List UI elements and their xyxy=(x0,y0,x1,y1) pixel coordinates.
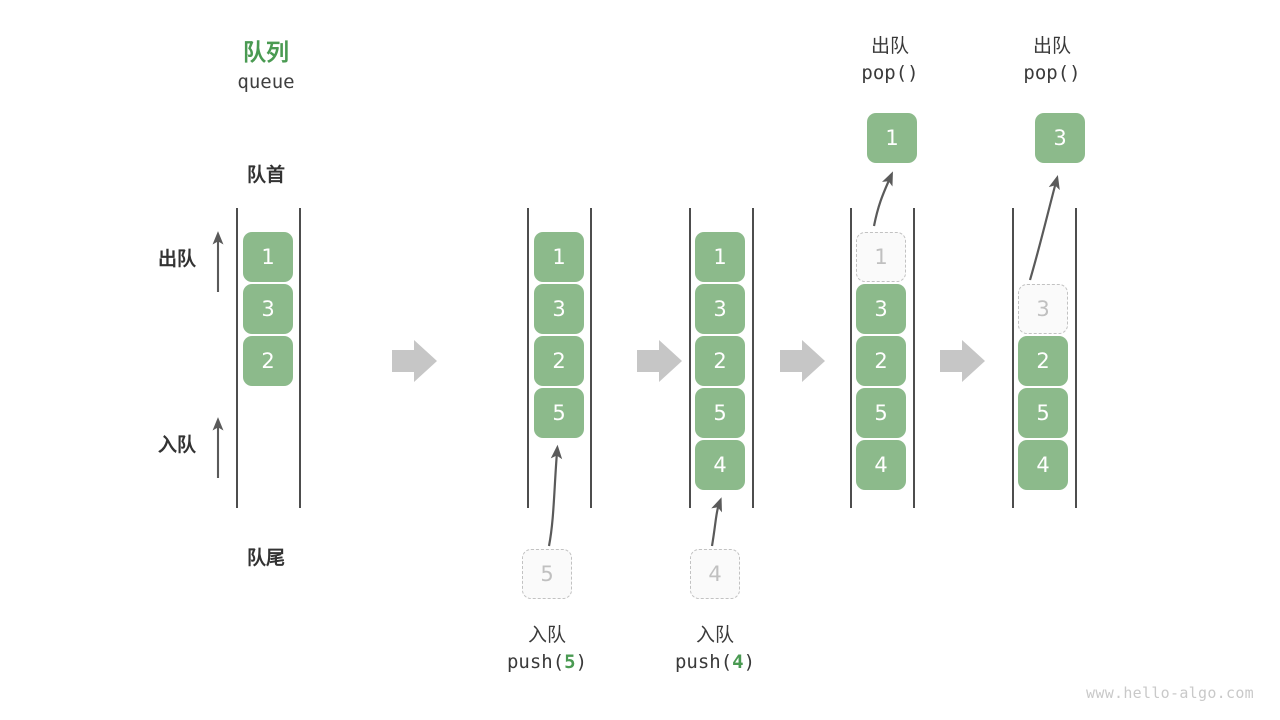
queue-cell: 4 xyxy=(695,440,745,490)
queue-rail-right xyxy=(913,208,915,508)
incoming-element-ghost: 4 xyxy=(690,549,740,599)
queue-cell-ghost: 3 xyxy=(1018,284,1068,334)
diagram-title-en: queue xyxy=(237,71,295,93)
queue-tail-label: 队尾 xyxy=(246,547,285,569)
push-code-num: 5 xyxy=(564,650,576,673)
diagram-title-cn: 队列 xyxy=(243,40,289,66)
queue-rail-left xyxy=(527,208,529,508)
enqueue-direction-label: 入队 xyxy=(157,434,196,456)
queue-rail-left xyxy=(1012,208,1014,508)
push-5-arrow xyxy=(547,444,563,547)
push-code-post: ) xyxy=(743,650,756,673)
push-4-arrow xyxy=(710,497,722,547)
push-caption-code: push(5) xyxy=(447,649,647,676)
queue-rail-left xyxy=(236,208,238,508)
queue-rail-right xyxy=(299,208,301,508)
pop-caption-cn: 出队 xyxy=(1032,35,1071,57)
pop-caption-cn: 出队 xyxy=(870,35,909,57)
queue-rail-right xyxy=(1075,208,1077,508)
queue-rail-right xyxy=(590,208,592,508)
queue-rail-left xyxy=(689,208,691,508)
queue-cell: 3 xyxy=(243,284,293,334)
incoming-element-ghost: 5 xyxy=(522,549,572,599)
step-arrow-2 xyxy=(637,340,682,382)
pop-caption-code: pop() xyxy=(1023,61,1081,84)
push-code-pre: push( xyxy=(506,650,565,673)
queue-cell: 3 xyxy=(695,284,745,334)
popped-element: 1 xyxy=(867,113,917,163)
queue-cell: 4 xyxy=(1018,440,1068,490)
pop-caption-code: pop() xyxy=(861,61,919,84)
queue-head-label: 队首 xyxy=(246,164,285,186)
queue-cell: 1 xyxy=(534,232,584,282)
push-code-post: ) xyxy=(575,650,588,673)
pop-1-caption: 出队 pop() xyxy=(790,33,990,87)
queue-cell-ghost: 1 xyxy=(856,232,906,282)
queue-cell: 1 xyxy=(695,232,745,282)
queue-cell: 2 xyxy=(1018,336,1068,386)
dequeue-direction-label: 出队 xyxy=(157,248,196,270)
queue-rail-left xyxy=(850,208,852,508)
queue-cell: 3 xyxy=(856,284,906,334)
queue-cell: 2 xyxy=(695,336,745,386)
queue-cell: 2 xyxy=(243,336,293,386)
push-code-num: 4 xyxy=(732,650,744,673)
queue-cell: 5 xyxy=(856,388,906,438)
queue-cell: 2 xyxy=(534,336,584,386)
popped-element: 3 xyxy=(1035,113,1085,163)
queue-cell: 2 xyxy=(856,336,906,386)
push-caption-cn: 入队 xyxy=(527,624,566,646)
push-code-pre: push( xyxy=(674,650,733,673)
queue-cell: 1 xyxy=(243,232,293,282)
step-arrow-3 xyxy=(780,340,825,382)
pop-1-arrow xyxy=(872,171,893,227)
step-arrow-1 xyxy=(392,340,437,382)
push-4-caption: 入队 push(4) xyxy=(615,622,815,676)
queue-cell: 4 xyxy=(856,440,906,490)
queue-cell: 3 xyxy=(534,284,584,334)
step-arrow-4 xyxy=(940,340,985,382)
push-5-caption: 入队 push(5) xyxy=(447,622,647,676)
queue-cell: 5 xyxy=(695,388,745,438)
pop-3-arrow xyxy=(1028,174,1060,281)
site-watermark: www.hello-algo.com xyxy=(1086,684,1254,702)
queue-cell: 5 xyxy=(534,388,584,438)
push-caption-cn: 入队 xyxy=(695,624,734,646)
push-caption-code: push(4) xyxy=(615,649,815,676)
queue-cell: 5 xyxy=(1018,388,1068,438)
queue-rail-right xyxy=(752,208,754,508)
pop-3-caption: 出队 pop() xyxy=(952,33,1152,87)
